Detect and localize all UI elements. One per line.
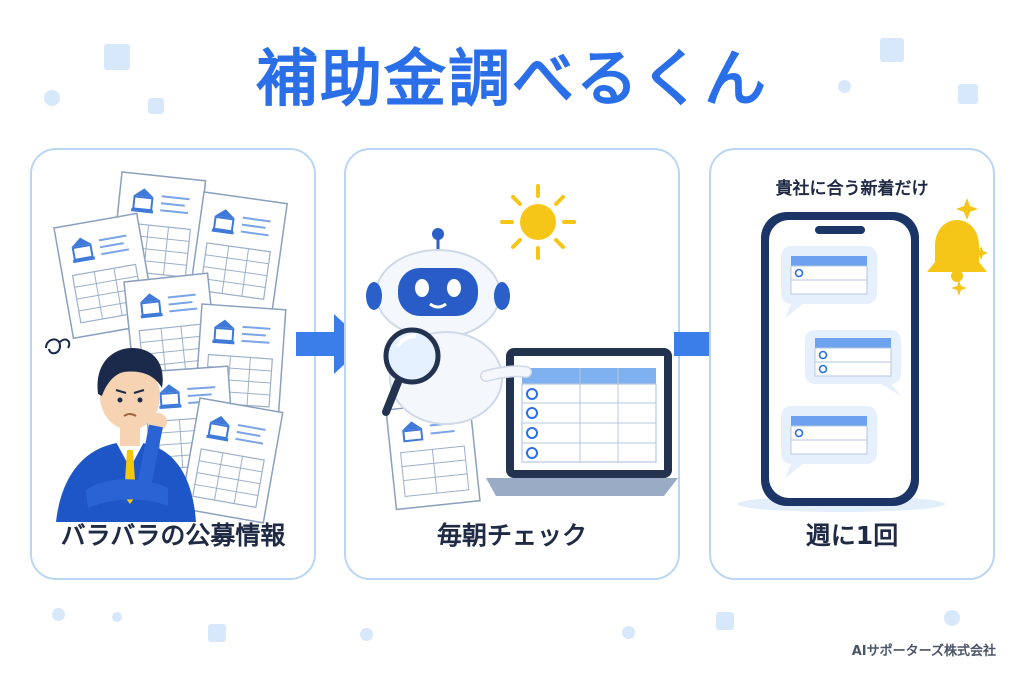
decor-square: [880, 38, 904, 62]
decor-dot: [44, 90, 60, 106]
sun-icon: [500, 184, 576, 260]
decor-square: [716, 612, 734, 630]
notification-card: [781, 246, 877, 318]
sparkle-icon: [951, 198, 988, 296]
magnifier-icon: [382, 327, 441, 416]
page-title: 補助金調べるくん: [255, 42, 768, 115]
panel-caption: 貴社に合う新着だけ: [775, 179, 929, 199]
confused-swirl-icon: [45, 338, 71, 355]
decor-dot: [52, 608, 65, 621]
decor-square: [148, 98, 164, 114]
panel-label: 毎朝チェック: [436, 521, 587, 550]
smartphone-illustration: [737, 198, 988, 512]
panel-scattered-info: バラバラの公募情報: [30, 148, 316, 580]
decor-dot: [112, 612, 122, 622]
company-name: AIサポーターズ株式会社: [851, 644, 996, 659]
panel-morning-check: 毎朝チェック: [344, 148, 680, 580]
notification-card: [781, 406, 877, 478]
scattered-documents-illustration: [45, 171, 289, 524]
robot-check-illustration: [366, 184, 678, 511]
notification-card: [805, 330, 901, 396]
panel-label: 週に1回: [805, 521, 899, 550]
decor-dot: [944, 610, 960, 626]
decor-square: [208, 624, 226, 642]
bell-icon: [927, 220, 987, 282]
laptop: [486, 348, 678, 496]
decor-dot: [838, 80, 851, 93]
decor-dot: [360, 628, 373, 641]
decor-square: [958, 84, 978, 104]
decor-dot: [622, 626, 635, 639]
businessman-figure: [56, 348, 196, 522]
panel-label: バラバラの公募情報: [60, 521, 286, 550]
panel-weekly-notice: 貴社に合う新着だけ: [709, 148, 995, 580]
decor-square: [104, 44, 130, 70]
